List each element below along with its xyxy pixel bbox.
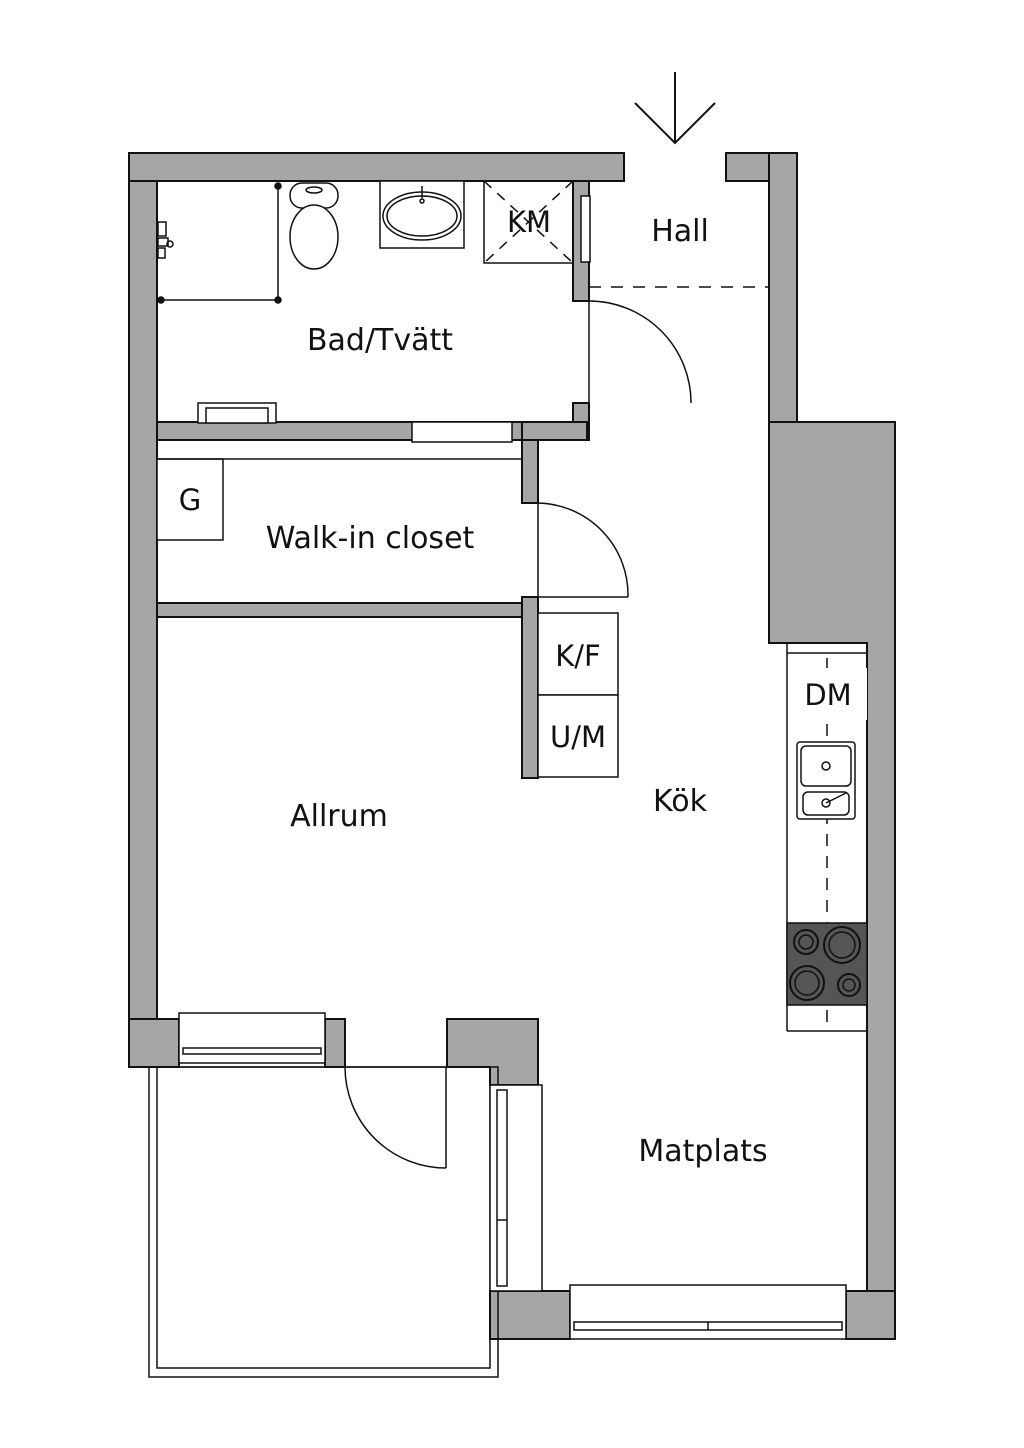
- bath-radiator: [197, 402, 277, 424]
- oven-microwave-label: U/M: [550, 720, 606, 754]
- wall-top-left: [128, 152, 625, 182]
- wall-closet-bottom: [156, 602, 539, 618]
- balcony-door: [344, 1066, 447, 1169]
- room-label-living: Allrum: [290, 799, 388, 834]
- dining-window: [569, 1284, 847, 1340]
- walls: [128, 152, 896, 1340]
- closet-door: [537, 502, 629, 598]
- wardrobe-label: G: [179, 483, 201, 517]
- wall-left: [128, 152, 158, 1068]
- room-label-dining: Matplats: [638, 1134, 767, 1169]
- hob-icon: [786, 922, 868, 1006]
- fridge-freezer-label: K/F: [555, 639, 600, 673]
- entry-arrow-icon: [634, 72, 716, 145]
- wall-bottom-left: [128, 1018, 180, 1068]
- toilet-icon: [289, 182, 339, 270]
- shower: [157, 182, 282, 304]
- dishwasher-label: DM: [804, 678, 851, 712]
- wall-corridor-vert: [521, 439, 539, 504]
- room-label-bath: Bad/Tvätt: [307, 323, 453, 358]
- room-label-hall: Hall: [651, 214, 709, 249]
- washing-machine-label: KM: [507, 205, 551, 239]
- wall-bottom-balcony: [489, 1290, 571, 1340]
- kitchen-sink-icon: [796, 741, 856, 820]
- wall-right-upper: [768, 152, 798, 423]
- bath-door: [588, 300, 692, 404]
- balcony-sliding-window: [489, 1084, 543, 1292]
- room-label-kitchen: Kök: [653, 784, 708, 819]
- wall-closet-right-lower: [521, 596, 539, 779]
- wall-right-thick: [768, 421, 896, 1340]
- wall-bottom-mid: [324, 1018, 346, 1068]
- bath-bottom-panel: [411, 421, 513, 443]
- tall-cabinets: [537, 612, 619, 778]
- sink-icon: [379, 180, 465, 249]
- dishwasher-box: [788, 668, 867, 720]
- wall-bottom-right: [845, 1290, 896, 1340]
- washing-machine: [483, 180, 574, 264]
- living-window: [178, 1012, 326, 1064]
- shower-head-icon: [157, 221, 174, 259]
- wall-corridor: [521, 421, 588, 441]
- wall-pillar: [446, 1018, 539, 1086]
- room-label-closet: Walk-in closet: [266, 521, 475, 556]
- hall-closet-panel: [580, 195, 591, 263]
